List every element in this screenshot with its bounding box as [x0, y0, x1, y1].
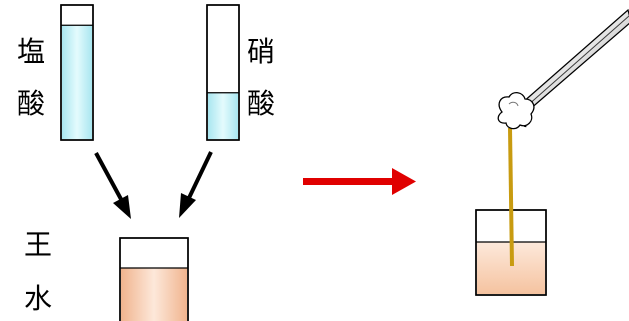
hcl-test-tube [60, 4, 94, 141]
label-hno3-char-2: 酸 [247, 87, 276, 120]
label-aqua-regia-char-1: 王 [24, 228, 53, 261]
label-aqua-regia-char-2: 水 [24, 282, 53, 315]
label-hcl-char-2: 酸 [17, 87, 46, 120]
pour-arrow-left [94, 152, 131, 219]
pour-arrow-right [179, 151, 213, 218]
gold-thread [508, 127, 514, 267]
hcl-liquid [62, 25, 92, 139]
hno3-liquid [208, 92, 238, 139]
aqua-regia-liquid [121, 268, 187, 321]
gold-wad [497, 92, 535, 130]
hno3-test-tube [206, 4, 240, 141]
aqua-regia-tube [119, 237, 189, 321]
label-hno3-char-1: 硝 [247, 35, 276, 68]
process-arrow [303, 168, 416, 195]
label-hcl-char-1: 塩 [17, 35, 46, 68]
